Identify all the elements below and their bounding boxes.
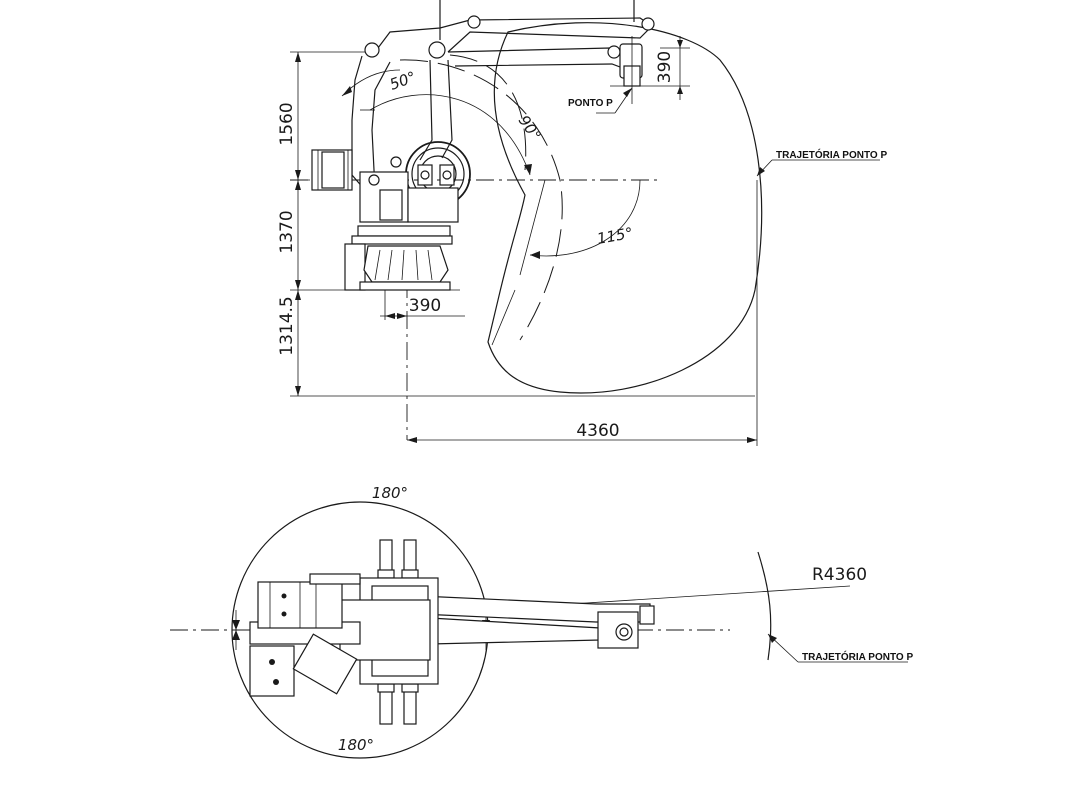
dim-wrist-offset: 390: [655, 51, 675, 83]
trajectory-envelope: [487, 22, 763, 394]
motor: [311, 149, 353, 191]
angle-bottom: 180°: [338, 736, 374, 754]
radius-label: R4360: [812, 565, 867, 585]
reach-arc: [757, 551, 772, 661]
angle-top: 180°: [372, 484, 408, 502]
upper-arm: [364, 0, 655, 71]
arm-arc-lower: [491, 179, 546, 346]
dim-height-middle: 1370: [277, 210, 297, 253]
robot-base: [344, 225, 460, 291]
top-cylinders-upper: [377, 539, 419, 579]
angle-lower: 115°: [596, 224, 635, 248]
side-view: 1560 1370 1314.5 390 4360 390 50° 90° 11…: [277, 0, 887, 446]
gearbox: [359, 171, 459, 223]
dim-height-lower: 1314.5: [277, 296, 297, 355]
wrist-head: [610, 36, 660, 104]
arm-arc-upper: [399, 59, 563, 341]
top-central-body: [249, 577, 439, 697]
arm-arc-inner: [449, 54, 527, 171]
top-motor: [257, 573, 361, 629]
top-cylinders-lower: [377, 683, 419, 725]
label-trajectory-side: TRAJETÓRIA PONTO P: [776, 148, 887, 161]
dim-base-offset: 390: [409, 296, 441, 316]
label-trajectory-top: TRAJETÓRIA PONTO P: [802, 650, 913, 663]
label-ponto-p: PONTO P: [568, 98, 613, 109]
dim-height-upper: 1560: [277, 102, 297, 145]
angle-upper: 50°: [387, 68, 418, 94]
dim-reach: 4360: [576, 421, 619, 441]
angle-middle: 90°: [515, 112, 545, 144]
top-arm: [419, 595, 655, 649]
top-view: 180° 180° R4360 TRAJETÓRIA PONTO P: [170, 484, 913, 759]
